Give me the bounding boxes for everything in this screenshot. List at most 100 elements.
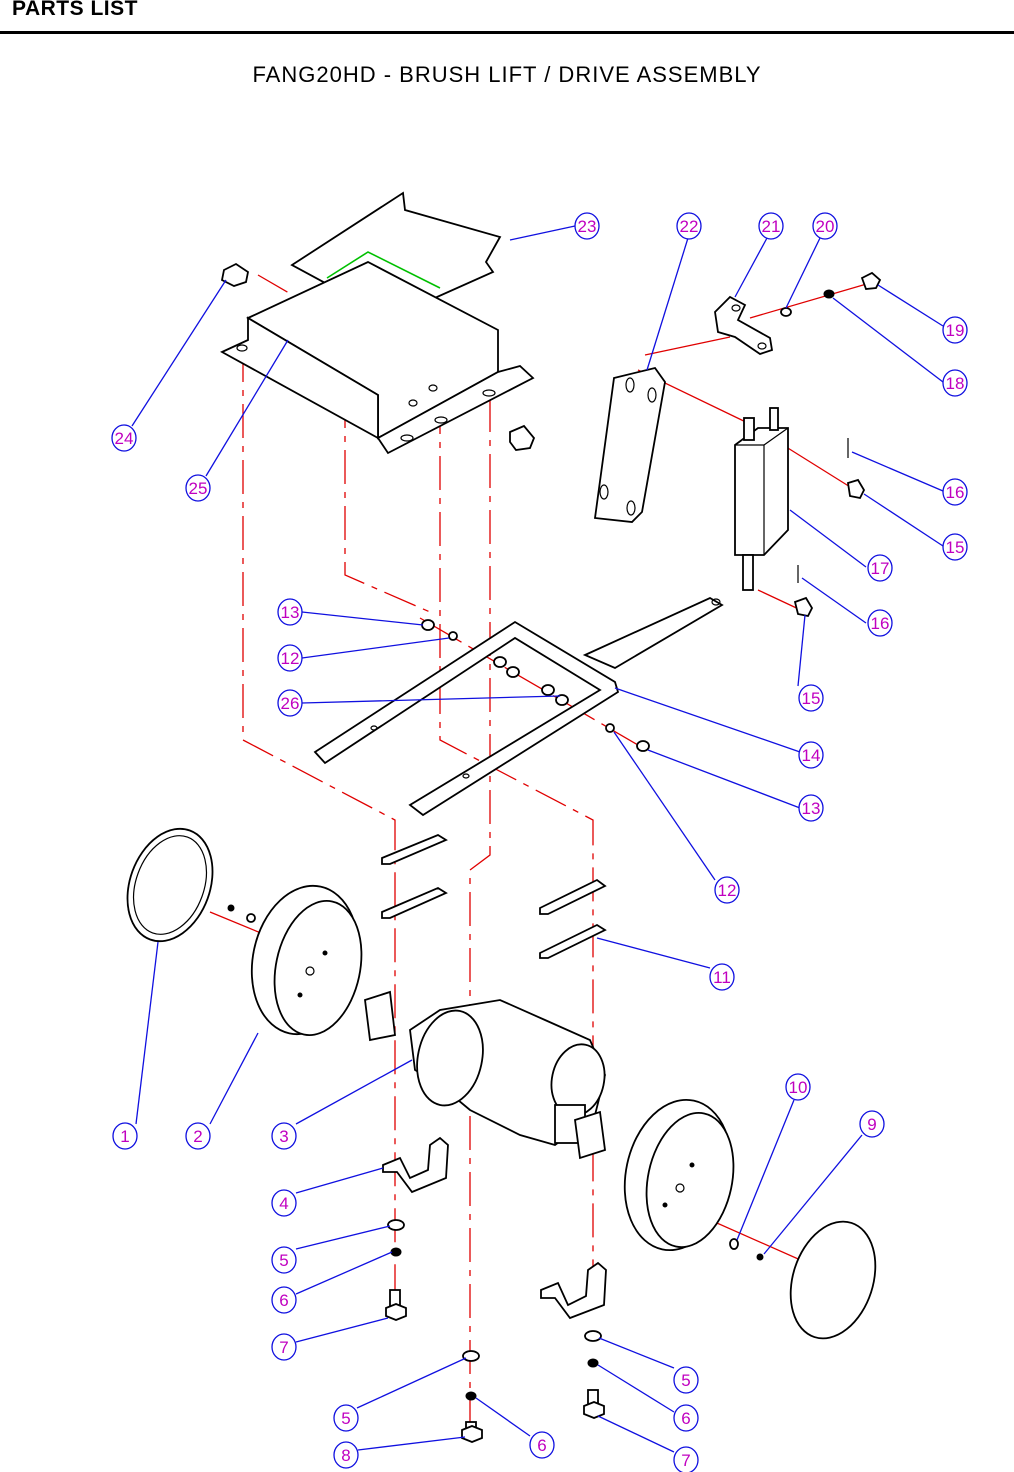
callout-bubble — [798, 684, 824, 712]
bolt-8 — [461, 1421, 483, 1443]
lockwasher-6-left — [390, 1247, 402, 1257]
callout-bubble — [112, 1122, 138, 1150]
callout-number: 12 — [718, 881, 737, 900]
nut-right-axle — [756, 1253, 764, 1261]
callout-bubble — [812, 212, 838, 240]
linear-actuator — [734, 407, 789, 591]
washer-13-right — [636, 740, 650, 752]
callout-c11: 11 — [709, 963, 735, 991]
callout-number: 6 — [279, 1291, 288, 1310]
nut-18 — [823, 289, 835, 299]
callout-bubble — [271, 1122, 297, 1150]
callout-bubble — [673, 1404, 699, 1432]
nut-12-right — [605, 723, 615, 733]
mounting-bracket — [220, 260, 535, 455]
nut-26-a — [493, 656, 507, 668]
lockwasher-6-right — [587, 1358, 599, 1368]
callout-c26: 26 — [277, 689, 303, 717]
callout-c6a: 6 — [271, 1286, 297, 1314]
drive-motor — [364, 990, 606, 1160]
callout-bubble — [271, 1286, 297, 1314]
nut-26-b — [506, 666, 520, 678]
bolt-7-right — [583, 1389, 605, 1419]
callout-c15b: 15 — [798, 684, 824, 712]
callout-bubble — [676, 212, 702, 240]
callout-number: 7 — [681, 1451, 690, 1470]
wheel-right — [623, 1098, 735, 1252]
callout-c25: 25 — [185, 474, 211, 502]
washer-13-left — [421, 619, 435, 631]
callout-number: 22 — [680, 217, 699, 236]
callout-number: 16 — [946, 483, 965, 502]
callout-number: 12 — [281, 649, 300, 668]
callout-number: 23 — [578, 217, 597, 236]
callout-number: 26 — [281, 694, 300, 713]
washer-20 — [780, 307, 792, 317]
callout-bubble — [333, 1441, 359, 1469]
callout-number: 21 — [762, 217, 781, 236]
nut-26-c — [541, 684, 555, 696]
callout-bubble — [277, 689, 303, 717]
callout-c16b: 16 — [867, 609, 893, 637]
callout-bubble — [709, 963, 735, 991]
callout-bubble — [942, 478, 968, 506]
callout-bubble — [271, 1246, 297, 1274]
callout-c21: 21 — [758, 212, 784, 240]
bolt-front — [509, 424, 536, 451]
callout-bubble — [867, 609, 893, 637]
header-rule — [0, 31, 1014, 34]
callout-c5c: 5 — [673, 1366, 699, 1394]
callout-c4: 4 — [271, 1189, 297, 1217]
callout-number: 13 — [281, 603, 300, 622]
callout-bubble — [785, 1073, 811, 1101]
callout-c7b: 7 — [673, 1446, 699, 1472]
washer-5-left — [387, 1219, 405, 1231]
callout-bubble — [529, 1431, 555, 1459]
bolt-24 — [220, 262, 250, 287]
callout-number: 3 — [279, 1127, 288, 1146]
screw-19 — [860, 271, 882, 290]
callout-bubble — [859, 1110, 885, 1138]
callout-number: 19 — [946, 321, 965, 340]
callout-bubble — [867, 554, 893, 582]
washer-5-right — [584, 1330, 602, 1342]
callout-number: 25 — [189, 479, 208, 498]
callout-c14: 14 — [798, 741, 824, 769]
washer-left-axle — [246, 913, 256, 923]
callout-number: 15 — [946, 538, 965, 557]
washer-10 — [729, 1238, 739, 1250]
callout-number: 6 — [537, 1436, 546, 1455]
pin-15-lower — [793, 596, 814, 618]
callout-number: 20 — [816, 217, 835, 236]
callout-c13a: 13 — [277, 598, 303, 626]
callout-c7a: 7 — [271, 1333, 297, 1361]
callout-number: 2 — [193, 1127, 202, 1146]
callout-number: 17 — [871, 559, 890, 578]
callout-number: 14 — [802, 746, 821, 765]
callout-c23: 23 — [574, 212, 600, 240]
lift-frame — [313, 596, 724, 817]
callout-c15a: 15 — [942, 533, 968, 561]
callout-bubble — [942, 316, 968, 344]
callout-c5b: 5 — [333, 1404, 359, 1432]
callout-bubble — [673, 1446, 699, 1472]
callout-c22: 22 — [676, 212, 702, 240]
callout-c1: 1 — [112, 1122, 138, 1150]
callout-c6c: 6 — [673, 1404, 699, 1432]
callout-number: 7 — [279, 1338, 288, 1357]
callout-c3: 3 — [271, 1122, 297, 1150]
callout-c12a: 12 — [277, 644, 303, 672]
callout-c18: 18 — [942, 369, 968, 397]
callout-number: 4 — [279, 1194, 288, 1213]
callout-number: 9 — [867, 1115, 876, 1134]
callout-c10: 10 — [785, 1073, 811, 1101]
callout-number: 6 — [681, 1409, 690, 1428]
callout-bubble — [574, 212, 600, 240]
hubcap-left — [126, 827, 214, 943]
callout-c13b: 13 — [798, 794, 824, 822]
actuator-plate — [593, 366, 666, 523]
lockwasher-6-center — [465, 1391, 477, 1401]
callout-c5a: 5 — [271, 1246, 297, 1274]
bracket-21 — [714, 295, 774, 355]
nut-12-left — [448, 631, 458, 641]
